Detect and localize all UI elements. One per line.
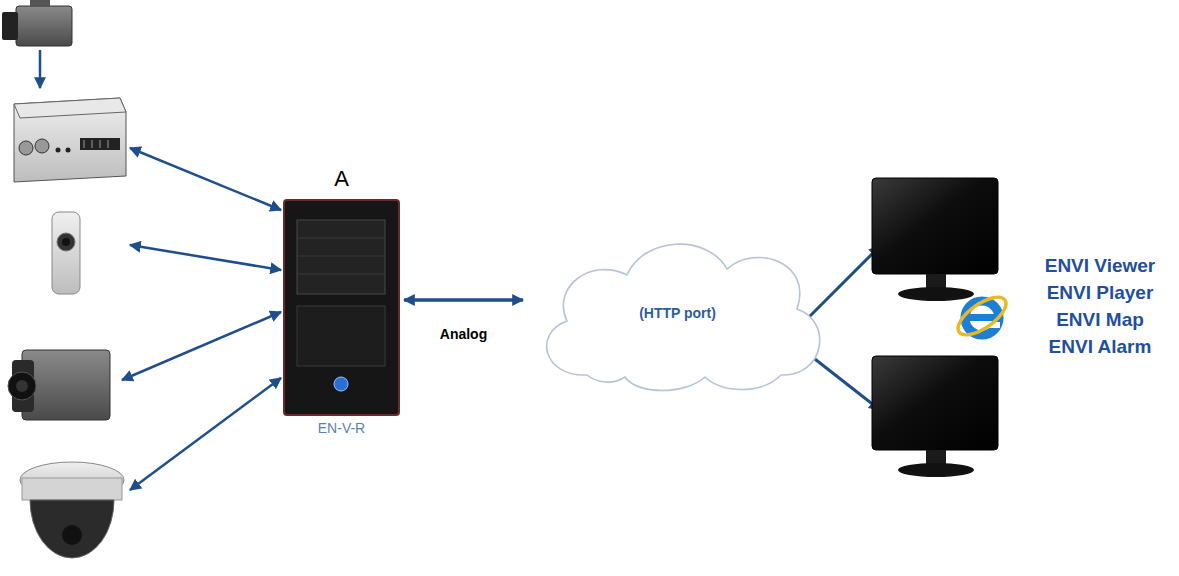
monitor	[872, 178, 998, 301]
browser-logo	[952, 290, 1012, 342]
cloud-node: (HTTP port)	[525, 225, 830, 395]
application-name: ENVI Player	[1010, 282, 1179, 304]
monitor	[872, 356, 998, 477]
dome-camera	[20, 462, 124, 558]
feed-arrow	[39, 50, 42, 88]
server-node: A EN-V-R	[283, 166, 400, 444]
box-camera	[8, 350, 110, 420]
application-name: ENVI Alarm	[1010, 336, 1179, 358]
node-caption: EN-V-R	[283, 420, 400, 436]
link-label: Analog	[404, 326, 524, 342]
video-server	[14, 98, 126, 182]
application-name: ENVI Map	[1010, 309, 1179, 331]
node-heading: (HTTP port)	[525, 305, 830, 321]
application-name: ENVI Viewer	[1010, 255, 1179, 277]
cube-camera	[52, 212, 80, 294]
network-link	[404, 298, 523, 302]
server-tower	[283, 166, 400, 444]
node-heading: A	[283, 166, 400, 192]
box-camera	[2, 0, 72, 46]
device-link	[122, 148, 281, 490]
